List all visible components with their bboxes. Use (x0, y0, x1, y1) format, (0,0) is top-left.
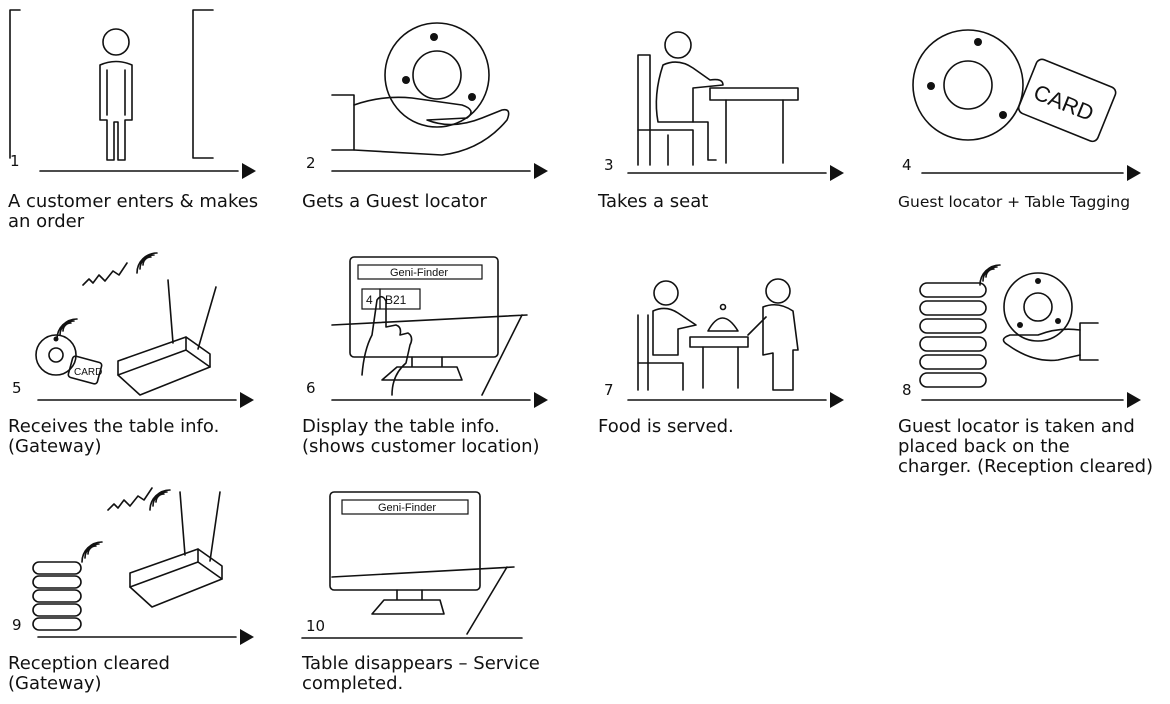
monitor-touch-icon: Geni-Finder 4 B21 (331, 256, 548, 408)
step-caption: A customer enters & makes an order (8, 191, 259, 232)
step-caption: Reception cleared (Gateway) (8, 653, 170, 694)
step-number: 7 (604, 381, 614, 399)
step-6: Geni-Finder 4 B21 6 Display the table in… (302, 235, 577, 470)
empty-monitor-icon: Geni-Finder (301, 491, 523, 639)
step-number: 9 (12, 616, 22, 634)
charger-and-router-icon (32, 487, 254, 645)
charger-stack (32, 561, 82, 631)
screen-title: Geni-Finder (378, 502, 436, 514)
table-number: 4 (366, 293, 373, 307)
step-number: 1 (10, 152, 20, 170)
charger-stack-icon (919, 264, 1141, 408)
waiter-serving-icon (627, 278, 844, 408)
gateway-router-icon: CARD (35, 252, 254, 408)
step-caption: Table disappears – Service completed. (302, 653, 540, 694)
step-8: 8 Guest locator is taken and placed back… (898, 235, 1170, 477)
person-in-doorway-icon (9, 9, 256, 179)
step-number: 3 (604, 156, 614, 174)
step-number: 8 (902, 381, 912, 399)
step-caption: Guest locator is taken and placed back o… (898, 416, 1154, 477)
hand-with-locator-icon (331, 22, 548, 179)
step-10: Geni-Finder 10 Table disappears – Servic… (301, 462, 577, 697)
step-caption: Guest locator + Table Tagging (898, 193, 1131, 211)
table-code: B21 (385, 293, 407, 307)
step-7: 7 Food is served. (598, 235, 873, 470)
step-caption: Gets a Guest locator (302, 191, 487, 212)
step-caption: Takes a seat (598, 191, 709, 212)
step-number: 4 (902, 156, 912, 174)
card-label: CARD (1030, 79, 1097, 126)
step-1: 1 A customer enters & makes an order (8, 9, 283, 245)
charger-stack (919, 282, 987, 388)
step-caption: Food is served. (598, 416, 734, 437)
step-3: 3 Takes a seat (598, 10, 873, 245)
step-number: 2 (306, 154, 316, 172)
seated-person-icon (627, 31, 844, 181)
step-number: 5 (12, 379, 22, 397)
screen-title: Geni-Finder (390, 267, 448, 279)
locator-and-card-icon: CARD (912, 29, 1141, 181)
step-4: CARD 4 Guest locator + Table Tagging (898, 10, 1170, 245)
step-9: 9 Reception cleared (Gateway) (8, 462, 283, 697)
step-number: 6 (306, 379, 316, 397)
card-label: CARD (74, 367, 102, 378)
step-caption: Receives the table info. (Gateway) (8, 416, 220, 457)
step-caption: Display the table info. (shows customer … (302, 416, 540, 457)
step-2: 2 Gets a Guest locator (302, 10, 577, 245)
step-number: 10 (306, 617, 326, 635)
step-5: CARD 5 Receives the table info. (Gateway… (8, 235, 283, 470)
